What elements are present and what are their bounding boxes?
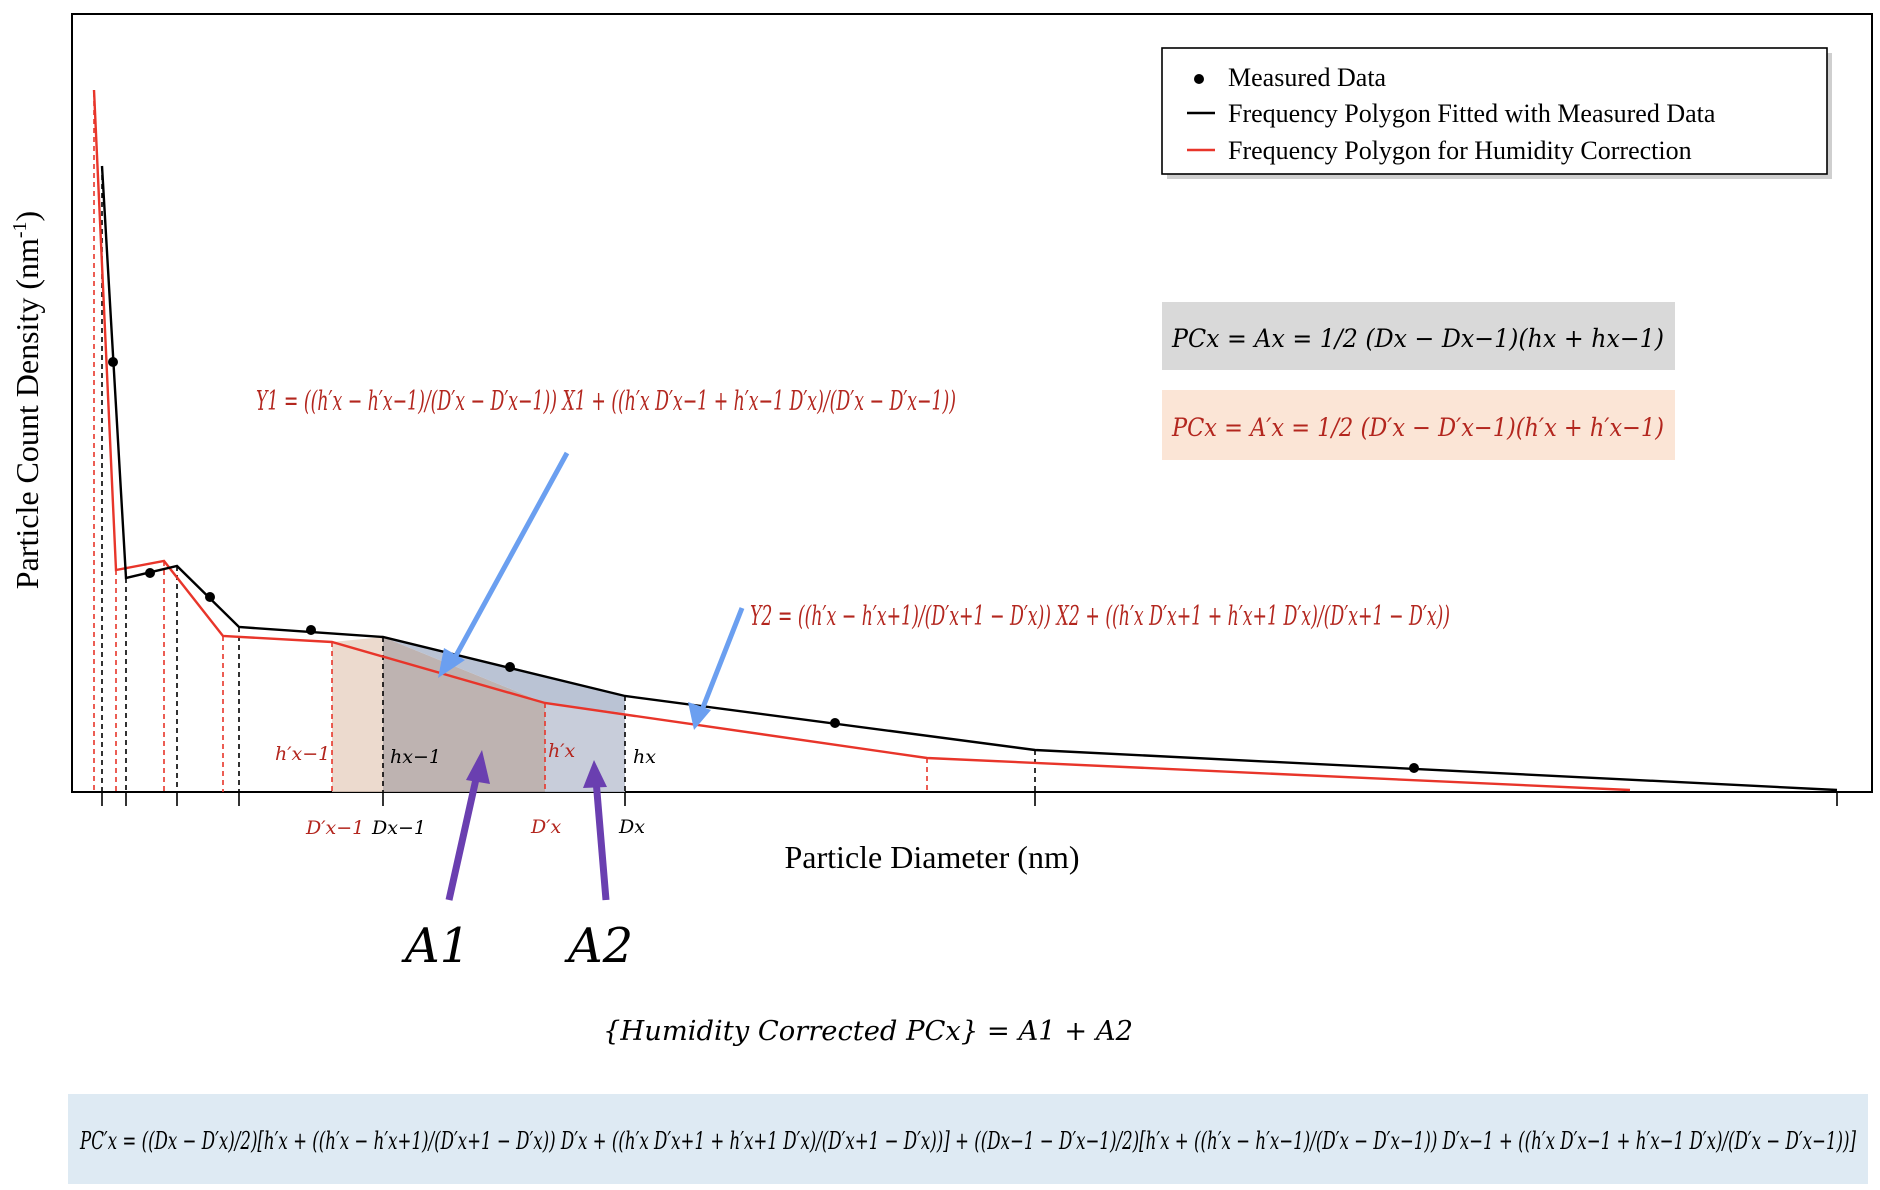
pointer-arrowhead-y2: [688, 702, 711, 730]
y-axis-label: Particle Count Density (nm-1): [9, 211, 45, 589]
x-axis-label: Particle Diameter (nm): [785, 839, 1080, 875]
pc-prime-formula: PCx = A′x = 1/2 (D′x − D′x−1)(h′x + h′x−…: [1171, 413, 1664, 442]
pc-box-peach: [1162, 390, 1675, 460]
area-arrow-a1: [445, 769, 482, 901]
label-d-prime: D′x: [530, 816, 562, 838]
final-equation: PC′x = ((Dx − D′x)/2)[h′x + ((h′x − h′x+…: [79, 1127, 1856, 1155]
y2-equation: Y2 = ((h′x − h′x+1)/(D′x+1 − D′x)) X2 + …: [750, 601, 1450, 632]
area-arrowhead-a2: [583, 760, 607, 788]
area-a2-region: [545, 703, 625, 792]
legend-box: [1161, 47, 1828, 175]
label-h: hx: [633, 746, 656, 768]
pc-box-gray: [1162, 302, 1675, 370]
area-label-a1: A1: [401, 918, 470, 974]
area-label-a2: A2: [564, 918, 633, 974]
x-ticks: [101, 792, 1838, 806]
label-h-prev: hx−1: [390, 746, 441, 768]
legend-label-fitted: Frequency Polygon Fitted with Measured D…: [1228, 99, 1716, 128]
pointer-arrowhead-y1: [438, 648, 465, 678]
measured-data-points: [108, 357, 1419, 773]
corrected-frequency-polygon: [92, 89, 1631, 792]
area-arrowhead-a1: [466, 750, 490, 784]
humidity-equation: {Humidity Corrected PCx} = A1 + A2: [603, 1016, 1133, 1047]
legend-label-measured: Measured Data: [1228, 63, 1387, 92]
measured-point: [306, 625, 316, 635]
label-d: Dx: [618, 816, 645, 838]
label-h-prime-prev: h′x−1: [275, 743, 330, 765]
measured-point: [205, 592, 215, 602]
label-d-prev: Dx−1: [371, 817, 426, 839]
label-d-prime-prev: D′x−1: [305, 817, 364, 839]
measured-point: [830, 718, 840, 728]
measured-point: [108, 357, 118, 367]
area-peach: [332, 637, 383, 792]
legend-label-humidity: Frequency Polygon for Humidity Correctio…: [1228, 136, 1692, 165]
pointer-arrows: [438, 451, 745, 730]
pointer-arrow-y2: [697, 607, 745, 716]
label-h-prime: h′x: [548, 740, 576, 762]
pc-formula: PCx = Ax = 1/2 (Dx − Dx−1)(hx + hx−1): [1171, 324, 1664, 353]
pointer-arrow-y1: [449, 451, 570, 665]
legend: Measured Data Frequency Polygon Fitted w…: [1161, 47, 1832, 179]
measured-point: [145, 568, 155, 578]
area-arrows: [445, 750, 610, 901]
measured-point: [505, 662, 515, 672]
measured-point: [1409, 763, 1419, 773]
area-a1-region: [383, 637, 545, 792]
y1-equation: Y1 = ((h′x − h′x−1)/(D′x − D′x−1)) X1 + …: [256, 386, 956, 417]
legend-dot-icon: [1194, 74, 1204, 84]
dashed-lines: [93, 92, 1036, 792]
final-equation-box: [68, 1094, 1868, 1184]
area-arrow-a2: [592, 779, 610, 901]
